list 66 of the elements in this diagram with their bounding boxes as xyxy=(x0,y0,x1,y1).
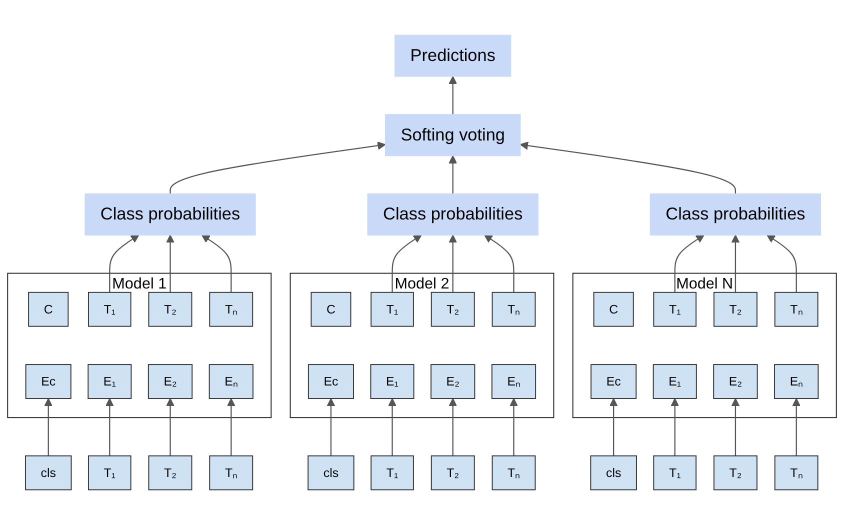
arrow xyxy=(448,234,458,292)
arrow xyxy=(166,398,174,456)
arrow xyxy=(170,141,386,194)
node-box: Ec xyxy=(308,364,354,399)
node-box: T₂ xyxy=(430,292,475,327)
node-box: Tₙ xyxy=(774,292,818,327)
node-box: T₂ xyxy=(713,292,758,327)
arrow xyxy=(510,398,518,456)
node-box: Eₙ xyxy=(774,364,819,399)
node-box: Predictions xyxy=(394,34,512,77)
node-box: T₁ xyxy=(88,292,132,327)
arrow xyxy=(448,76,458,115)
node-box: Tₙ xyxy=(774,455,818,490)
arrow xyxy=(166,234,174,292)
node-box: C xyxy=(593,292,634,327)
arrow xyxy=(201,234,232,292)
node-box: cls xyxy=(590,455,637,490)
arrow xyxy=(448,398,458,456)
node-box: E₂ xyxy=(430,364,476,399)
arrow xyxy=(520,141,736,194)
node-box: T₁ xyxy=(370,292,414,327)
node-box: E₁ xyxy=(370,364,414,399)
arrow xyxy=(731,398,740,456)
node-box: T₂ xyxy=(148,455,192,490)
arrow xyxy=(44,398,53,456)
node-box: C xyxy=(28,292,69,327)
node-box: Tₙ xyxy=(492,455,536,490)
node-box: Softing voting xyxy=(384,114,521,156)
arrow xyxy=(109,234,140,292)
node-box: T₁ xyxy=(653,292,697,327)
node-box: Class probabilities xyxy=(367,193,538,236)
node-box: Ec xyxy=(25,364,72,399)
node-box: Ec xyxy=(590,364,637,399)
node-box: Class probabilities xyxy=(84,193,256,236)
node-box: E₂ xyxy=(713,364,758,399)
node-box: cls xyxy=(25,455,72,490)
node-box: T₂ xyxy=(148,292,192,327)
arrow xyxy=(388,398,396,456)
node-box: Class probabilities xyxy=(650,193,822,236)
arrow xyxy=(105,398,114,456)
arrow xyxy=(670,398,680,456)
node-box: Eₙ xyxy=(208,364,254,399)
node-box: T₂ xyxy=(713,455,758,490)
node-box: E₁ xyxy=(652,364,697,399)
arrow xyxy=(609,398,618,456)
node-box: Tₙ xyxy=(492,292,536,327)
arrow xyxy=(392,234,422,292)
node-box: Eₙ xyxy=(491,364,536,399)
node-box: E₁ xyxy=(88,364,132,399)
node-box: Tₙ xyxy=(209,455,254,490)
node-box: T₁ xyxy=(370,455,414,490)
node-box: Tₙ xyxy=(209,292,254,327)
arrow xyxy=(326,398,336,456)
node-box: T₂ xyxy=(430,455,475,490)
arrow xyxy=(448,155,458,194)
node-box: T₁ xyxy=(88,455,132,490)
node-box: E₂ xyxy=(148,364,193,399)
arrow xyxy=(731,234,740,292)
node-box: cls xyxy=(308,455,354,490)
arrow xyxy=(226,398,236,456)
node-box: C xyxy=(310,292,352,327)
arrow xyxy=(484,234,514,292)
arrow xyxy=(766,234,797,292)
node-box: T₁ xyxy=(653,455,697,490)
arrow xyxy=(674,234,704,292)
arrow xyxy=(792,398,801,456)
